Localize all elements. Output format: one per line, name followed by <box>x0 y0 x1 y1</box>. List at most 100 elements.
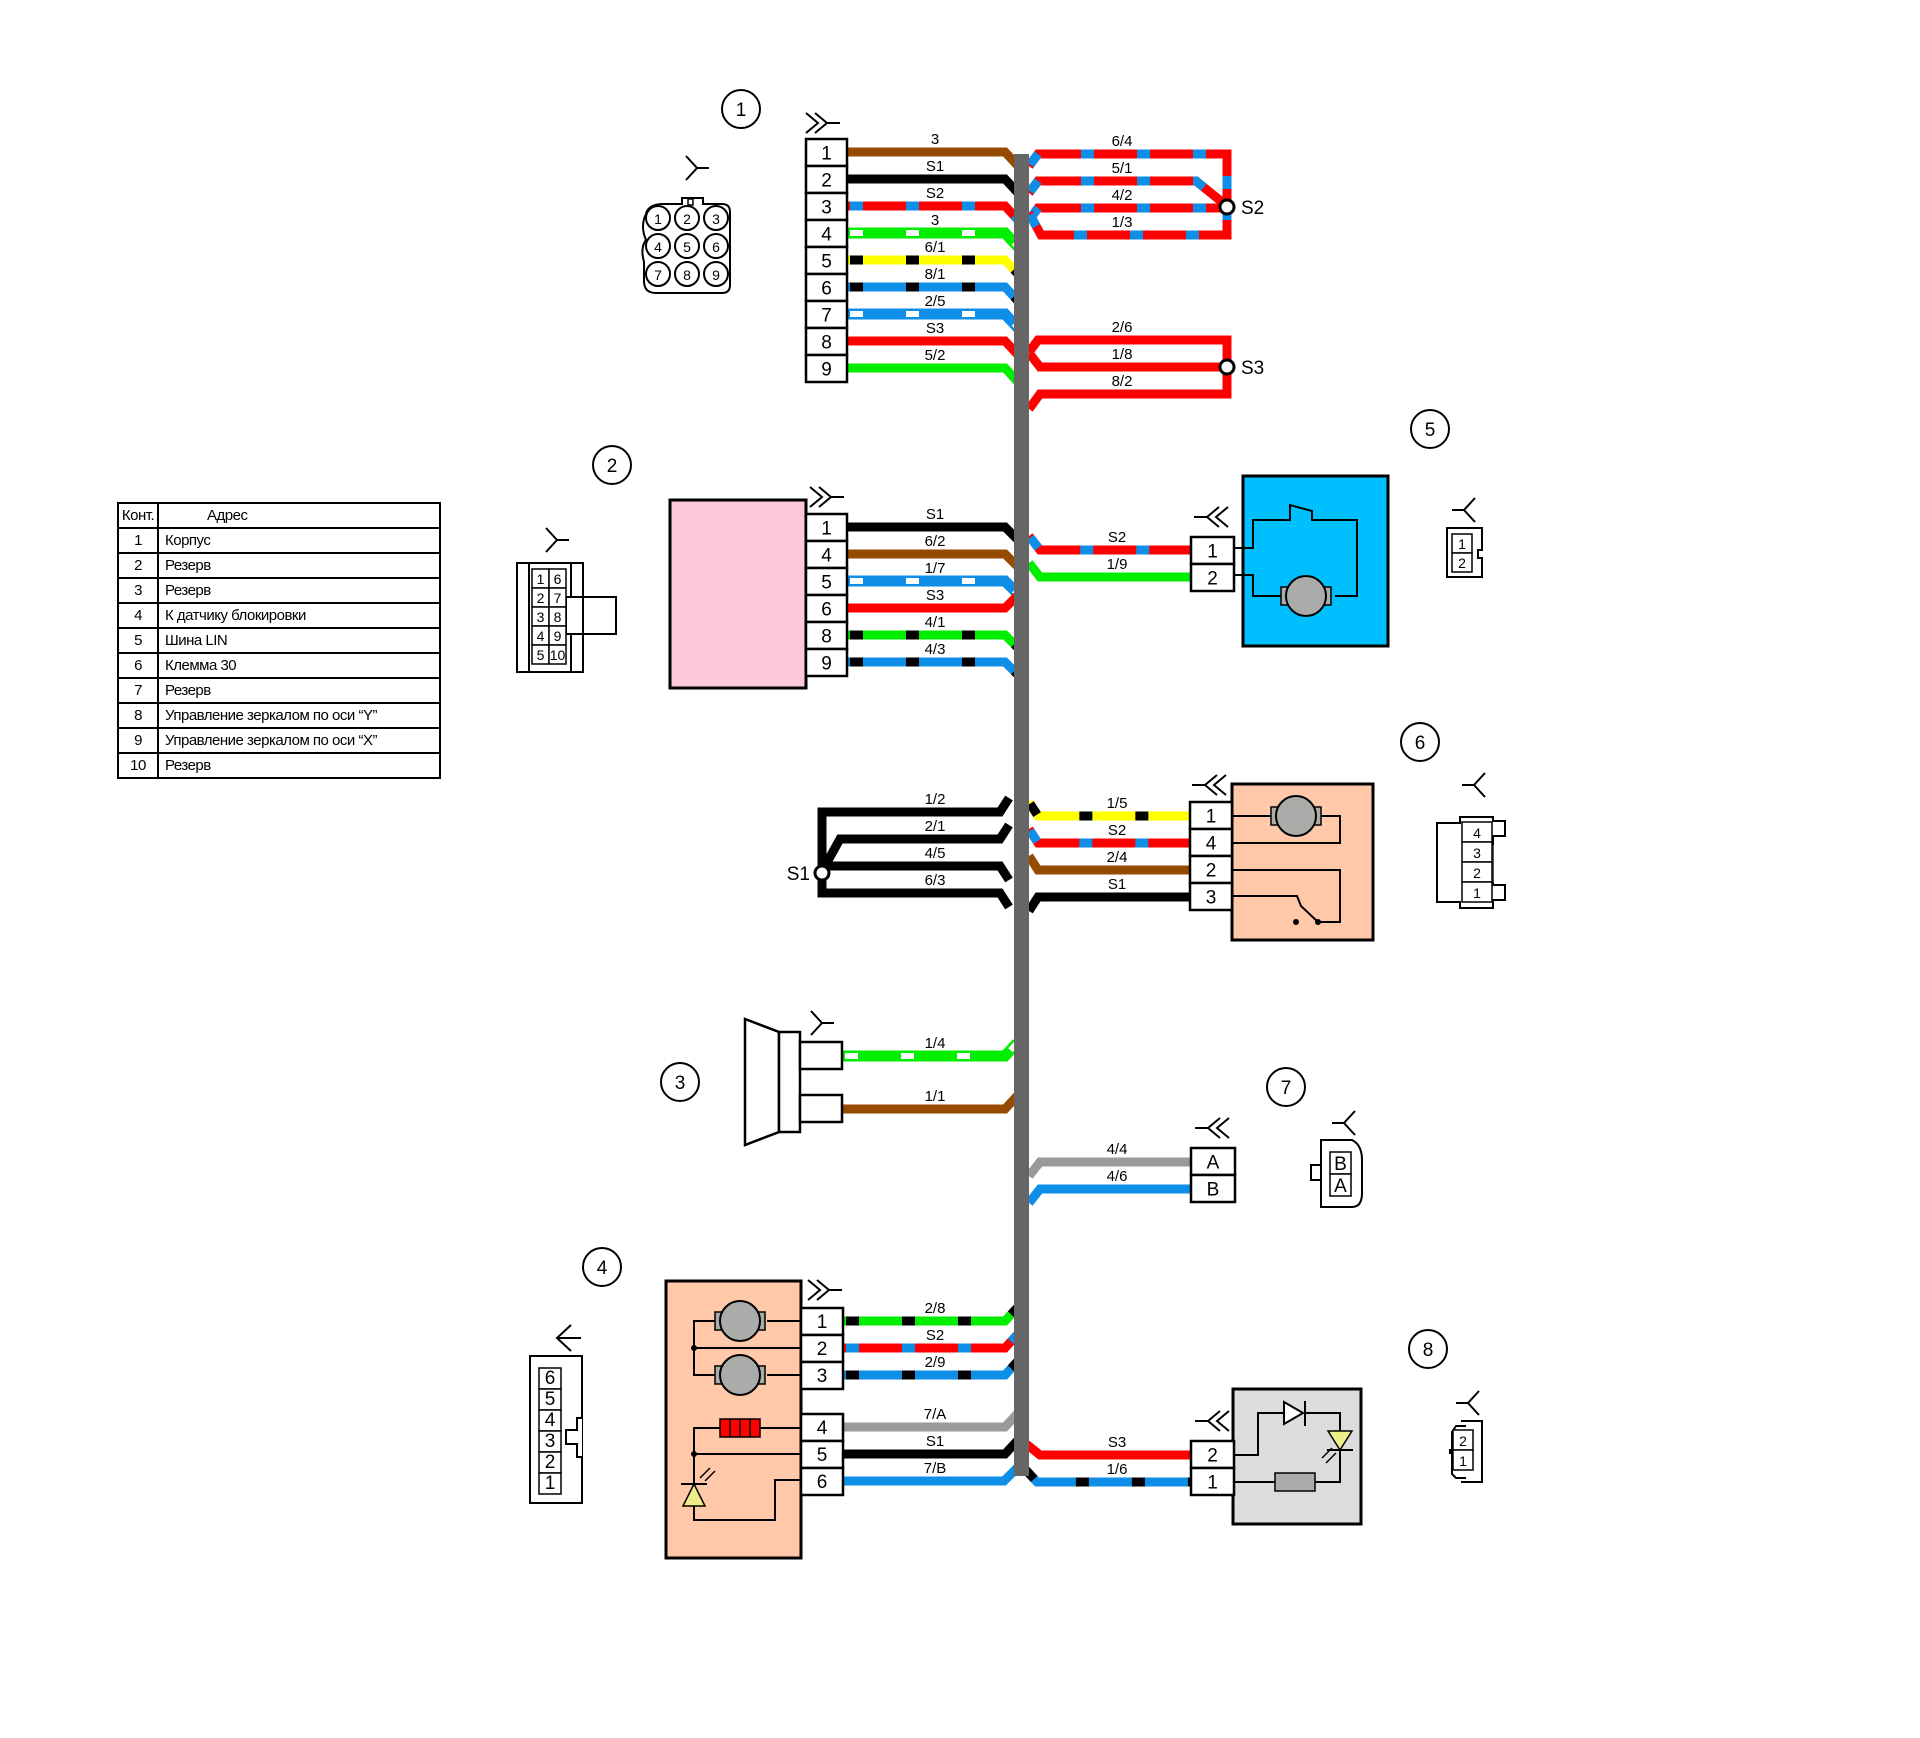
pin-cell <box>1189 562 1236 593</box>
component-number: 5 <box>1425 420 1436 441</box>
wire-c2-pin-1 <box>848 522 1021 543</box>
wire-s1-6-3 <box>817 873 1013 910</box>
pin-cell <box>804 326 849 357</box>
wire-label: 1/5 <box>1107 795 1128 812</box>
motor-body <box>719 1300 761 1342</box>
fork <box>1456 1390 1480 1416</box>
pin-cell <box>804 272 849 303</box>
face-pin <box>703 233 729 259</box>
pin-cell <box>1188 881 1234 912</box>
contact-cell: 10 <box>117 752 159 779</box>
component-5-circuit <box>1234 503 1358 597</box>
wire-c4-pin-6 <box>844 1463 1022 1486</box>
wire-base <box>844 1410 1021 1432</box>
connector-plug-icon <box>1195 1117 1230 1139</box>
component-number-circle <box>1408 1329 1448 1369</box>
motor-body <box>719 1354 761 1396</box>
wire-label: 2/8 <box>925 1300 946 1317</box>
pin-number: 1 <box>1206 807 1217 828</box>
fork <box>685 155 709 181</box>
pin-cell <box>1189 1173 1237 1204</box>
wire-base <box>1025 335 1232 367</box>
face-pin-number: 8 <box>554 609 562 625</box>
pin-cell <box>1188 827 1234 858</box>
splice-label: S3 <box>1241 358 1264 379</box>
face-pin-number: 4 <box>1473 825 1481 841</box>
wire-label: S1 <box>926 506 944 523</box>
key <box>687 198 694 206</box>
wire-label: S3 <box>926 320 944 337</box>
address-table-header: Конт. Адрес <box>117 502 441 529</box>
fork <box>1452 497 1476 523</box>
wire-stripe <box>1025 826 1191 848</box>
wire-c1-pin-3 <box>848 201 1022 224</box>
wire-base <box>848 363 1022 386</box>
component-number-circle <box>1400 722 1440 762</box>
face-pin-number: 3 <box>545 1431 556 1452</box>
wire-c5-pin-1 <box>1025 533 1192 555</box>
pin-cell <box>804 620 849 651</box>
horn-bell <box>743 1017 781 1147</box>
component-number-circle <box>1410 409 1450 449</box>
fork <box>1462 772 1486 798</box>
wire-label: 4/2 <box>1112 187 1133 204</box>
wire-label: S2 <box>926 1327 944 1344</box>
wire-base <box>1025 1157 1192 1179</box>
face-pin-number: 6 <box>545 1368 556 1389</box>
fork <box>545 527 569 553</box>
address-cell: Резерв <box>157 752 441 779</box>
motor-icon <box>714 1354 766 1396</box>
junction-dot <box>691 1345 697 1351</box>
face-pin <box>703 205 729 231</box>
component-2-body <box>668 498 808 690</box>
face-pin-number: 1 <box>537 571 545 587</box>
wire-c4-pin-1 <box>844 1304 1021 1326</box>
wire-base <box>848 576 1021 597</box>
wire-stripe <box>844 1358 1021 1380</box>
connector-arrow-icon <box>555 1324 581 1352</box>
wire-stripe <box>844 1331 1021 1353</box>
connector-5-pins: 12 <box>1189 535 1236 593</box>
wire-base <box>826 861 1013 883</box>
wire-base <box>848 549 1021 570</box>
connector-plug-icon <box>1194 506 1229 528</box>
wire-s1-4-5 <box>826 861 1013 883</box>
chevron <box>809 486 844 508</box>
led-icon <box>1321 1430 1354 1464</box>
face-pin <box>674 233 700 259</box>
wire-label: 4/5 <box>925 845 946 862</box>
connector-7-pins: AB <box>1189 1146 1237 1204</box>
switch-contact <box>1315 919 1321 925</box>
face-pin-number: 1 <box>1458 536 1466 552</box>
wire-label: 2/4 <box>1107 849 1128 866</box>
wire-c2-pin-6 <box>848 592 1021 613</box>
pin-cell <box>804 137 849 168</box>
face-pin-number: B <box>1334 1154 1347 1175</box>
face-pin-number: 5 <box>537 647 545 663</box>
splice-node <box>1218 358 1236 376</box>
connector-fork-icon <box>810 1010 834 1036</box>
pin-cell <box>804 539 849 570</box>
wire-label: 6/1 <box>925 239 946 256</box>
connector-5-face: 12 <box>1446 527 1483 578</box>
wire-s3-2-6 <box>1025 335 1232 367</box>
wire-label: 7/B <box>924 1460 947 1477</box>
face-pin <box>645 261 671 287</box>
chevron <box>1192 774 1227 796</box>
component-number: 4 <box>597 1258 608 1279</box>
wire-base <box>848 336 1022 359</box>
wire-s2-5-1 <box>1025 176 1225 206</box>
pin-cell <box>1189 535 1236 566</box>
wire-c1-pin-1 <box>848 147 1022 170</box>
wire-label: 6/4 <box>1112 133 1133 150</box>
pin-cell <box>804 164 849 195</box>
connector-8-pins: 21 <box>1189 1439 1236 1497</box>
pin-cell <box>799 1360 845 1391</box>
wire-base <box>1025 892 1191 914</box>
